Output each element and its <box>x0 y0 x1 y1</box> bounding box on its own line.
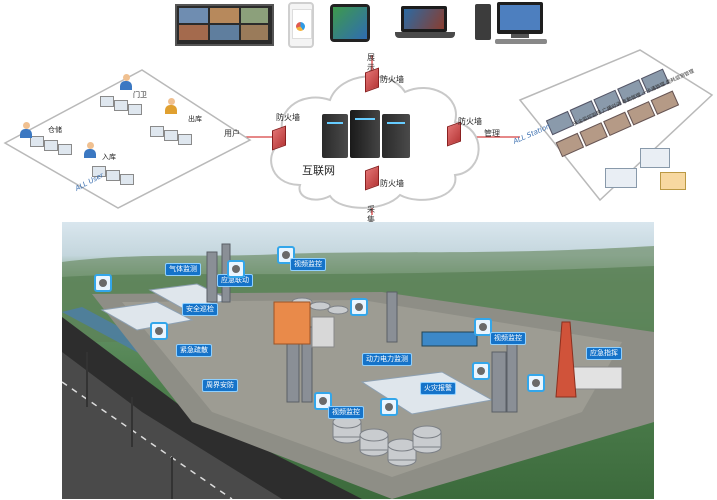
top-link-label: 展示 <box>367 53 375 72</box>
tag-fire-alarm[interactable]: 火灾报警 <box>420 382 456 395</box>
person-icon <box>20 122 32 138</box>
laptop-icon <box>395 6 455 40</box>
camera-tag: 视频监控 <box>490 332 526 345</box>
tag-safety-patrol[interactable]: 安全巡检 <box>182 303 218 316</box>
camera-icon[interactable] <box>227 260 245 278</box>
terminal-icon <box>660 172 686 190</box>
firewall-right-label: 防火墙 <box>458 117 482 126</box>
pc-cluster-inbound <box>92 160 134 190</box>
camera-icon[interactable] <box>474 318 492 336</box>
camera-icon[interactable] <box>314 392 332 410</box>
camera-tag: 视频监控 <box>290 258 326 271</box>
tablet-icon <box>330 4 370 42</box>
firewall-icon <box>272 125 286 151</box>
firewall-left <box>272 125 286 151</box>
firewall-right <box>447 121 461 147</box>
right-link-label: 管理 <box>484 129 500 138</box>
tag-perimeter-security[interactable]: 周界安防 <box>202 379 238 392</box>
smartphone-icon <box>288 2 314 48</box>
tag-emergency-command[interactable]: 应急指挥 <box>586 347 622 360</box>
person-icon <box>120 74 132 90</box>
group-storage-label: 仓储 <box>48 126 62 134</box>
server-row <box>542 55 698 176</box>
terminal-icon <box>640 148 670 168</box>
firewall-icon <box>365 165 379 191</box>
pc-cluster-gate <box>100 90 142 120</box>
left-link-label: 用户 <box>224 129 240 138</box>
bottom-link-label: 采集 <box>367 205 375 224</box>
firewall-top <box>365 67 379 93</box>
firewall-bottom-label: 防火墙 <box>380 179 404 188</box>
camera-icon[interactable] <box>472 362 490 380</box>
terminal-icon <box>605 168 637 188</box>
group-gate-label: 门卫 <box>133 91 147 99</box>
tag-power-monitoring[interactable]: 动力电力监测 <box>362 353 412 366</box>
firewall-top-label: 防火墙 <box>380 75 404 84</box>
group-inbound-label: 入库 <box>102 153 116 161</box>
camera-icon[interactable] <box>150 322 168 340</box>
person-icon <box>84 142 96 158</box>
firewall-icon <box>365 67 379 93</box>
camera-icon[interactable] <box>527 374 545 392</box>
display-devices <box>170 2 550 48</box>
pc-cluster-outbound <box>150 120 192 150</box>
pc-cluster-storage <box>30 130 72 160</box>
plant-scene: 气体监测 安全巡检 紧急疏散 应急联动 周界安防 动力电力监测 火灾报警 应急指… <box>62 222 654 499</box>
group-outbound-label: 出库 <box>188 115 202 123</box>
firewall-bottom <box>365 165 379 191</box>
person-icon <box>165 98 177 114</box>
cloud-label: 互联网 <box>302 164 335 177</box>
video-wall-icon <box>175 4 274 46</box>
camera-icon[interactable] <box>94 274 112 292</box>
user-panel: 门卫 出库 仓储 入库 ALL User <box>0 60 260 220</box>
desktop-computer-icon <box>475 2 550 46</box>
station-panel: 安全监控管理 广播对讲 考勤管理 一卡通管理 能耗监测管理 ALL Statio… <box>512 50 715 205</box>
plant-scene-art <box>62 243 654 499</box>
tag-gas-monitoring[interactable]: 气体监测 <box>165 263 201 276</box>
camera-tag: 视频监控 <box>328 406 364 419</box>
tag-evacuation[interactable]: 紧急疏散 <box>176 344 212 357</box>
camera-icon[interactable] <box>350 298 368 316</box>
firewall-left-label: 防火墙 <box>276 113 300 122</box>
camera-icon[interactable] <box>380 398 398 416</box>
server-rack-icon <box>322 110 412 160</box>
